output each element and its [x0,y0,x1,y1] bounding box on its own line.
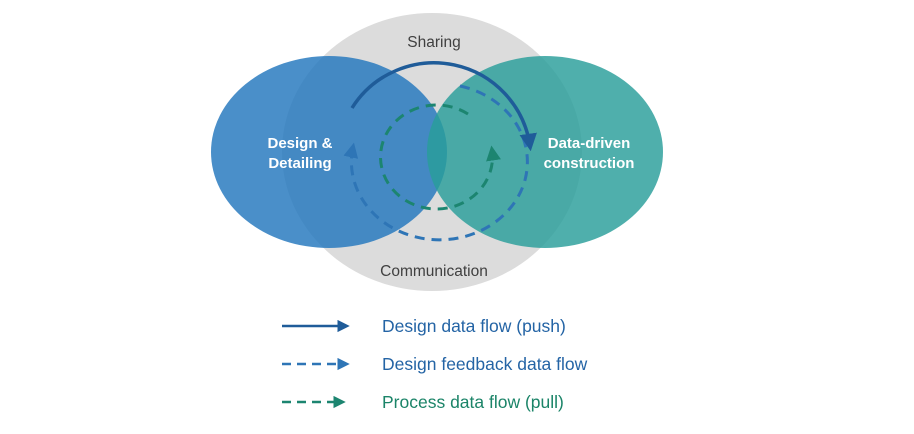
design-data-flow-arrow [350,61,537,152]
construction-circle-label-line2: construction [544,155,635,172]
legend-item-design-data-flow: Design data flow (push) [280,314,587,338]
design-circle-label-line1: Design & [267,135,332,152]
design-feedback-flow-arrow [343,84,529,242]
legend-label-process-data-flow: Process data flow (pull) [382,392,564,412]
data-driven-construction-circle [427,56,663,248]
design-circle-label-line2: Detailing [268,155,331,172]
legend-item-design-feedback-flow: Design feedback data flow [280,352,587,376]
legend: Design data flow (push) Design feedback … [280,314,587,414]
legend-label-design-feedback-flow: Design feedback data flow [382,354,588,374]
solid-blue-arrow-icon [282,319,350,333]
dashed-blue-arrow-icon [282,357,350,371]
venn-diagram: Sharing Communication Design & Detailing… [211,13,663,291]
dashed-green-arrow-icon [282,395,346,409]
communication-label: Communication [380,263,488,280]
sharing-label: Sharing [407,34,460,51]
construction-circle-label-line1: Data-driven [548,135,631,152]
design-detailing-circle [211,56,447,248]
legend-item-process-data-flow: Process data flow (pull) [280,390,587,414]
legend-label-design-data-flow: Design data flow (push) [382,316,566,336]
